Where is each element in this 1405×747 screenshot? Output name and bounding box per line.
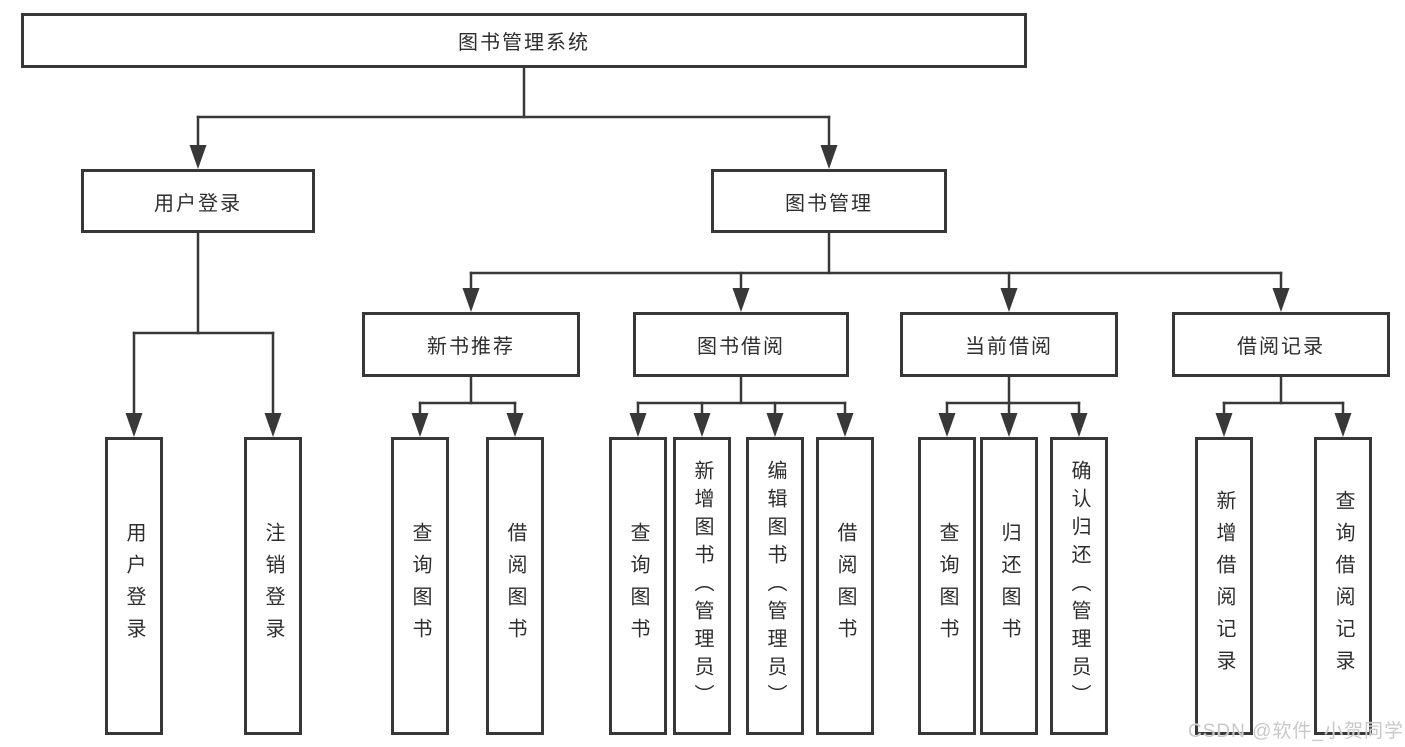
leaf-bb-edit-books-admin-label: 编辑图书（管理员）: [764, 460, 786, 712]
node-new-book-recommend: 新书推荐: [362, 312, 580, 377]
leaf-cb-query-books: 查询图书: [918, 437, 976, 735]
leaf-logout: 注销登录: [244, 437, 302, 735]
connector-newbookrec-to-leaves: [411, 375, 524, 437]
leaf-bb-query-books-label: 查询图书: [627, 522, 649, 650]
connector-borrowrecords-to-leaves: [1215, 375, 1352, 437]
leaf-cb-return-books: 归还图书: [980, 437, 1038, 735]
leaf-cb-confirm-return-admin: 确认归还（管理员）: [1050, 437, 1108, 735]
node-user-login: 用户登录: [81, 169, 315, 233]
leaf-nbr-query-books-label: 查询图书: [409, 522, 431, 650]
watermark: CSDN @软件_小贺同学: [1188, 721, 1404, 742]
leaf-br-query-record-label: 查询借阅记录: [1332, 490, 1354, 682]
leaf-logout-label: 注销登录: [262, 522, 284, 650]
node-book-management: 图书管理: [711, 169, 947, 233]
leaf-bb-query-books: 查询图书: [609, 437, 667, 735]
connector-bookmgmt-to-level3: [462, 231, 1290, 312]
connector-bookborrow-to-leaves: [629, 375, 854, 437]
connector-userlogin-to-leaves: [125, 231, 282, 437]
leaf-nbr-query-books: 查询图书: [391, 437, 449, 735]
node-current-borrow: 当前借阅: [900, 312, 1118, 377]
leaf-bb-edit-books-admin: 编辑图书（管理员）: [746, 437, 804, 735]
leaf-bb-add-books-admin-label: 新增图书（管理员）: [691, 460, 713, 712]
leaf-cb-confirm-return-admin-label: 确认归还（管理员）: [1068, 460, 1090, 712]
node-root: 图书管理系统: [21, 13, 1027, 68]
leaf-br-add-record-label: 新增借阅记录: [1213, 490, 1235, 682]
leaf-bb-borrow-books: 借阅图书: [816, 437, 874, 735]
leaf-br-query-record: 查询借阅记录: [1314, 437, 1372, 735]
leaf-cb-query-books-label: 查询图书: [936, 522, 958, 650]
node-borrow-records: 借阅记录: [1172, 312, 1390, 377]
node-book-borrow: 图书借阅: [633, 312, 849, 377]
leaf-nbr-borrow-books: 借阅图书: [486, 437, 544, 735]
leaf-user-login-label: 用户登录: [123, 522, 145, 650]
leaf-cb-return-books-label: 归还图书: [998, 522, 1020, 650]
leaf-nbr-borrow-books-label: 借阅图书: [504, 522, 526, 650]
leaf-br-add-record: 新增借阅记录: [1195, 437, 1253, 735]
leaf-bb-add-books-admin: 新增图书（管理员）: [673, 437, 731, 735]
connector-root-to-level2: [189, 66, 838, 169]
leaf-user-login: 用户登录: [105, 437, 163, 735]
leaf-bb-borrow-books-label: 借阅图书: [834, 522, 856, 650]
connector-currentborrow-to-leaves: [938, 375, 1088, 437]
